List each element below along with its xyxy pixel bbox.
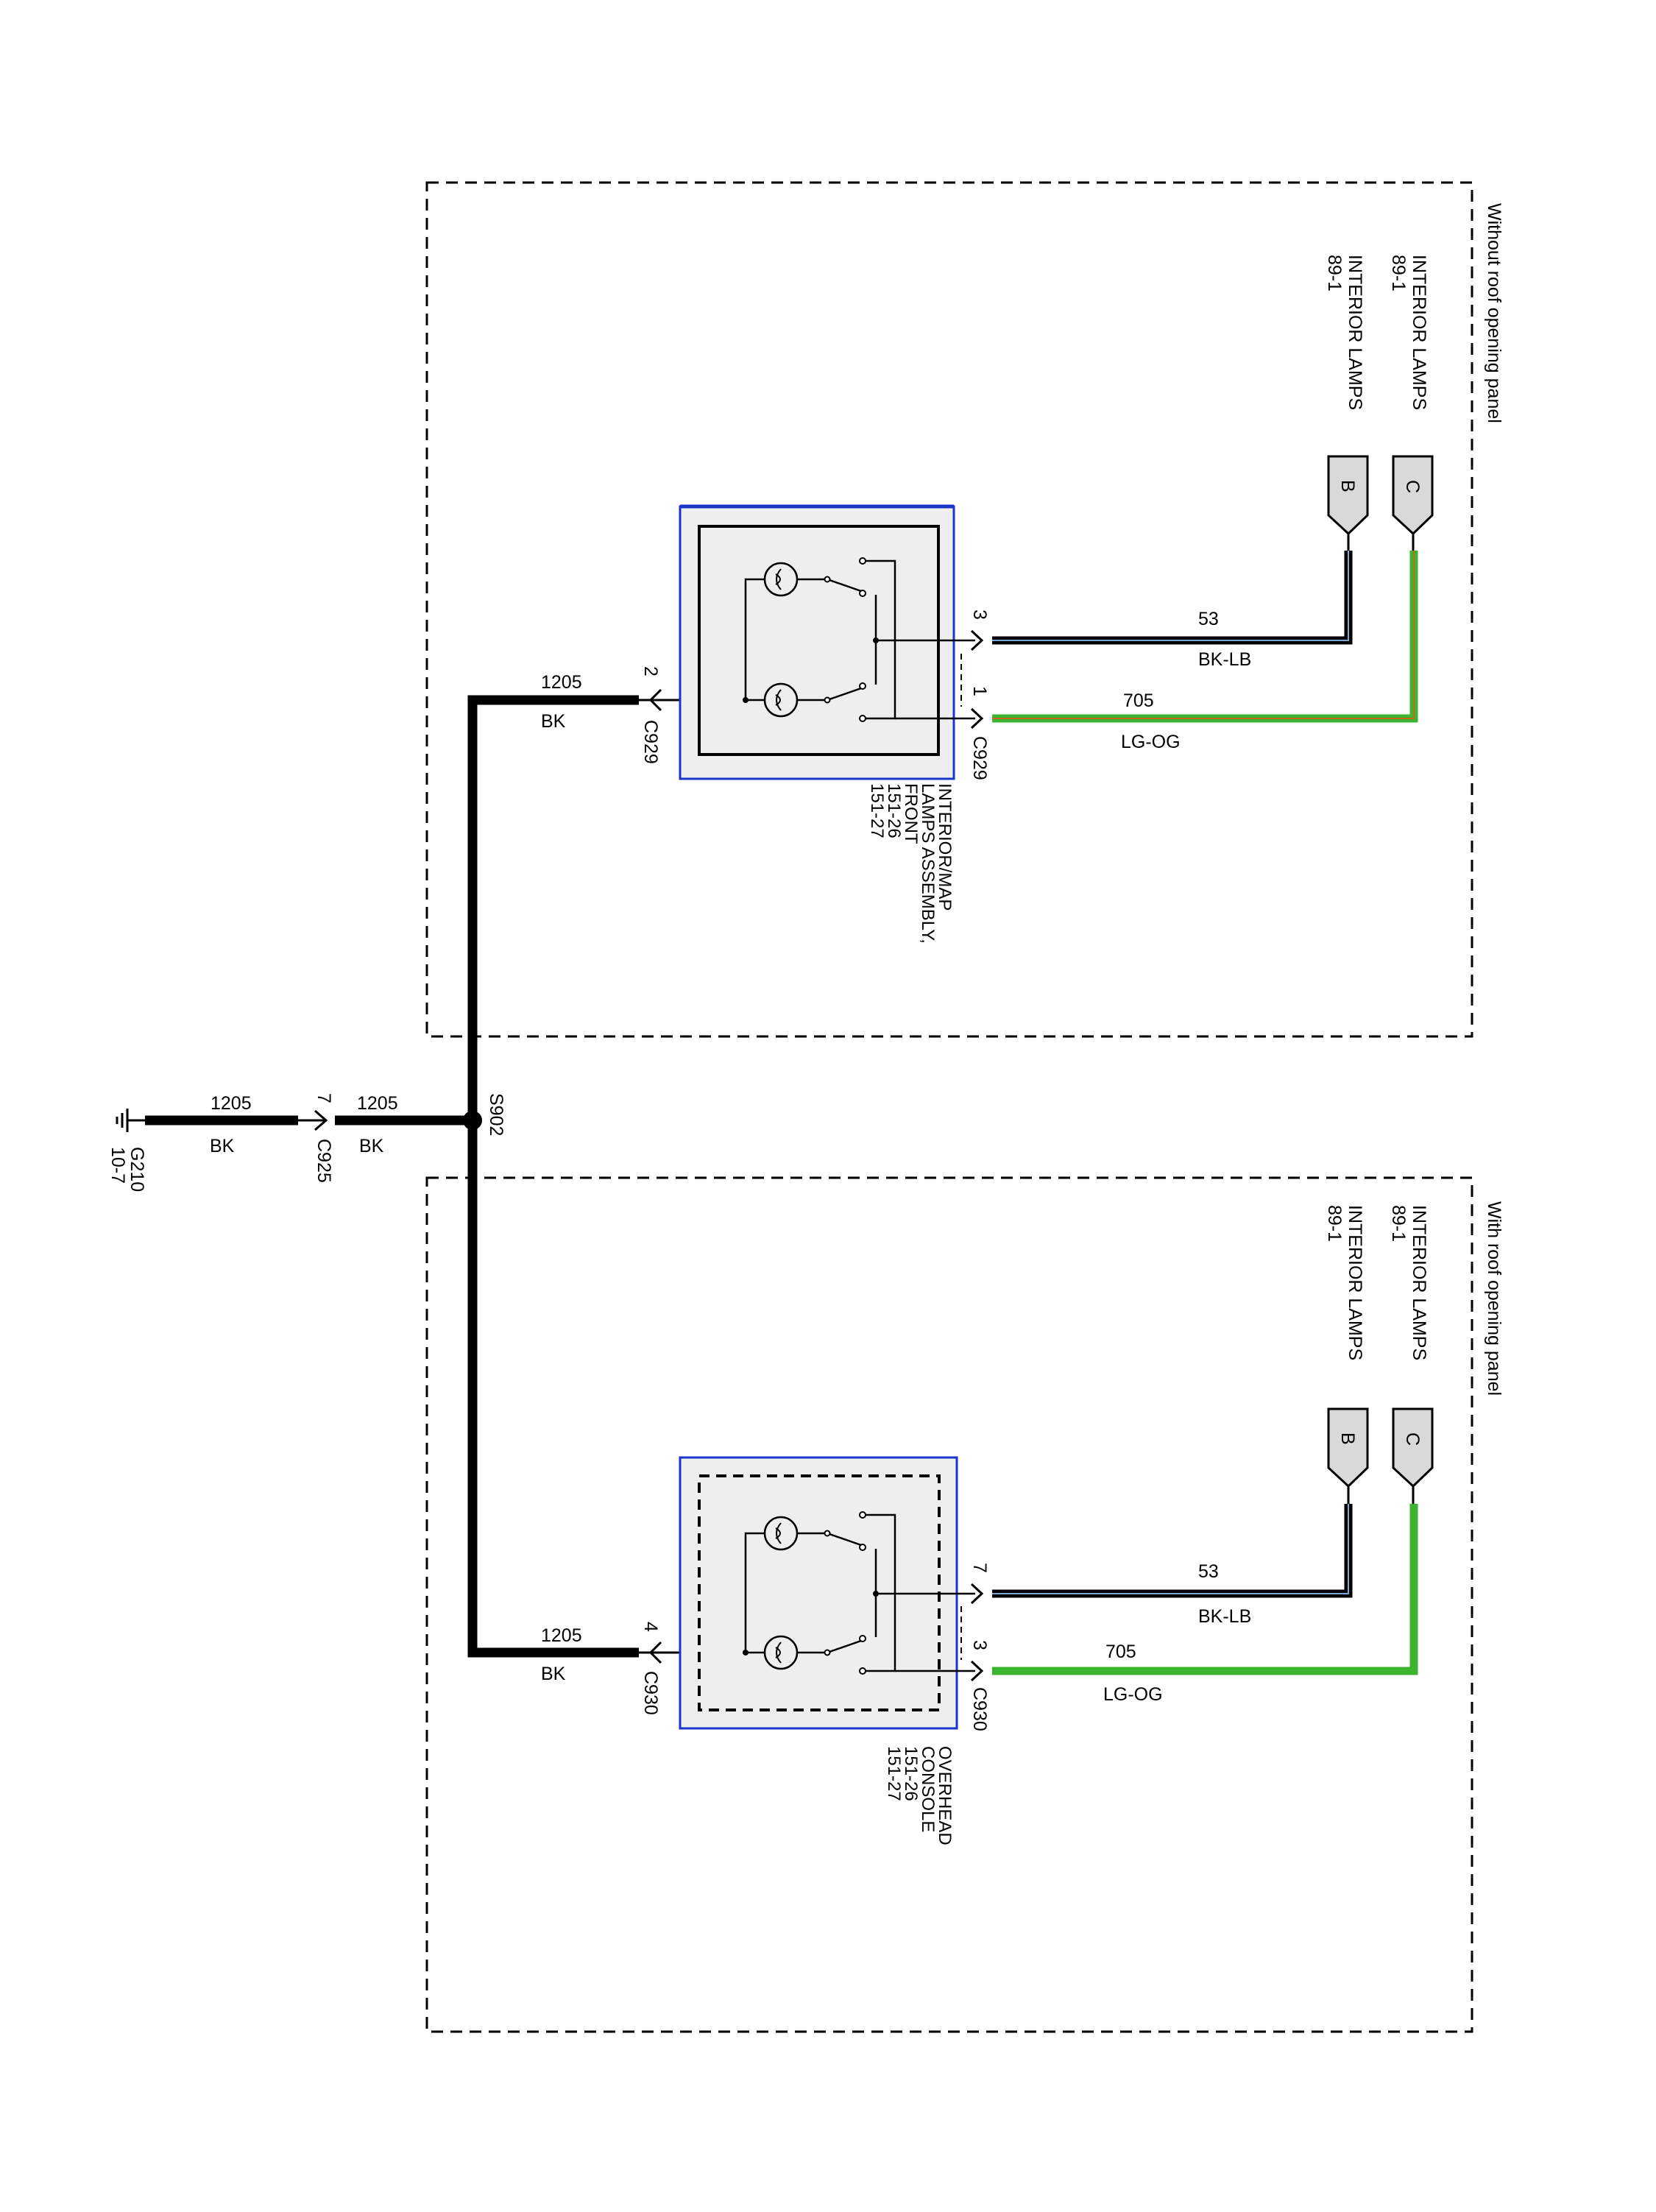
wire-705-color-bottom: LG-OG	[1103, 1684, 1163, 1705]
overhead-console-ref-2: 151-27	[884, 1746, 904, 1801]
c930-ground-pin: 4	[640, 1622, 661, 1632]
wire-1205-label-b: 1205	[357, 1093, 398, 1114]
panel-with-roof-frame	[425, 1176, 1473, 2033]
map-lamps-ref-1: 151-26	[884, 783, 904, 838]
interior-lamps-b-ref-top: 89-1	[1324, 255, 1345, 291]
wire-1205-label-bottom: 1205	[541, 1625, 582, 1646]
c930-door-name: C930	[969, 1687, 990, 1731]
wire-53-label-bottom: 53	[1198, 1561, 1219, 1582]
map-lamps-ref-2: 151-27	[867, 783, 887, 838]
panel-without-roof-label: Without roof opening panel	[1484, 203, 1504, 423]
wire-1205-color-top: BK	[541, 711, 566, 732]
wire-1205-color-b: BK	[359, 1136, 384, 1156]
splice-name: S902	[486, 1093, 506, 1136]
overhead-console-name-line1: OVERHEAD	[935, 1746, 955, 1845]
ground-symbol	[116, 1109, 145, 1132]
connector-c930-lamp	[970, 1583, 984, 1605]
wire-705-color-top: LG-OG	[1121, 732, 1181, 752]
map-lamps-module	[679, 505, 955, 780]
wire-53-color-bottom: BK-LB	[1198, 1606, 1251, 1627]
map-lamps-name-line2: LAMPS ASSEMBLY,	[918, 783, 938, 944]
map-lamp-bulb-1	[763, 562, 799, 597]
wire-1205-color-bottom: BK	[541, 1664, 566, 1684]
c930-lamp-pin: 7	[969, 1563, 990, 1573]
interior-lamps-c-ref-top: 89-1	[1388, 255, 1409, 291]
flag-c-bottom-letter: C	[1402, 1432, 1423, 1446]
interior-lamps-b-ref-bottom: 89-1	[1324, 1205, 1345, 1242]
wire-53-color-top: BK-LB	[1198, 649, 1251, 670]
flag-c-top-letter: C	[1402, 480, 1423, 493]
flag-c-top	[1392, 455, 1434, 551]
connector-c929-door	[970, 707, 984, 729]
flag-b-bottom-letter: B	[1337, 1432, 1358, 1445]
c929-ground-name: C929	[640, 720, 661, 764]
c925-pin: 7	[314, 1093, 334, 1103]
wire-705-label-bottom: 705	[1105, 1642, 1136, 1662]
interior-lamps-c-label-bottom: INTERIOR LAMPS	[1409, 1205, 1429, 1360]
wire-1205-label-a: 1205	[210, 1093, 252, 1114]
overhead-console-ref-1: 151-26	[901, 1746, 921, 1801]
overhead-console-name-line2: CONSOLE	[918, 1746, 938, 1832]
map-lamps-switch-contacts	[824, 557, 866, 722]
map-lamps-junction-dots	[743, 637, 879, 703]
overhead-console-junction-dots	[743, 1591, 879, 1656]
map-lamps-name-line3: FRONT	[901, 783, 921, 844]
wire-1205-color-a: BK	[210, 1136, 235, 1156]
ground-ref: 10-7	[107, 1147, 128, 1184]
connector-c929-lamp	[970, 629, 984, 651]
wire-1205-main	[145, 695, 639, 1658]
c925-name: C925	[314, 1139, 334, 1183]
wire-1205-label-top: 1205	[541, 672, 582, 693]
connector-c930-door	[970, 1660, 984, 1682]
interior-lamps-c-ref-bottom: 89-1	[1388, 1205, 1409, 1242]
overhead-console-circuit	[744, 1513, 975, 1672]
wire-53-top	[992, 551, 1353, 645]
c930-ground-name: C930	[640, 1671, 661, 1715]
overhead-lamp-bulb-1	[763, 1516, 799, 1551]
wire-53-label-top: 53	[1198, 609, 1219, 629]
flag-b-top	[1327, 455, 1369, 551]
c929-lamp-pin: 3	[969, 609, 990, 620]
overhead-console-switch-contacts	[824, 1511, 866, 1675]
wire-705-label-top: 705	[1123, 690, 1154, 711]
c929-door-pin: 1	[969, 686, 990, 696]
flag-b-bottom	[1327, 1407, 1369, 1504]
c929-door-name: C929	[969, 736, 990, 780]
interior-lamps-b-label-top: INTERIOR LAMPS	[1345, 255, 1365, 410]
wire-705-top	[992, 551, 1418, 723]
c930-door-pin: 3	[969, 1640, 990, 1650]
panel-without-roof-frame	[425, 181, 1473, 1038]
overhead-lamp-bulb-2	[763, 1635, 799, 1670]
flag-b-top-letter: B	[1337, 480, 1358, 492]
map-lamps-name-line1: INTERIOR/MAP	[935, 783, 955, 911]
splice-s902	[463, 1111, 482, 1130]
interior-lamps-b-label-bottom: INTERIOR LAMPS	[1345, 1205, 1365, 1360]
ground-name: G210	[127, 1147, 147, 1192]
interior-lamps-c-label-top: INTERIOR LAMPS	[1409, 255, 1429, 410]
map-lamps-circuit	[744, 559, 975, 720]
panel-with-roof-label: With roof opening panel	[1484, 1201, 1504, 1396]
map-lamp-bulb-2	[763, 682, 799, 718]
flag-c-bottom	[1392, 1407, 1434, 1504]
wire-53-bottom	[992, 1504, 1353, 1598]
connector-c925	[298, 1109, 328, 1131]
wire-705-bottom	[992, 1504, 1418, 1675]
c929-ground-pin: 2	[640, 666, 661, 676]
